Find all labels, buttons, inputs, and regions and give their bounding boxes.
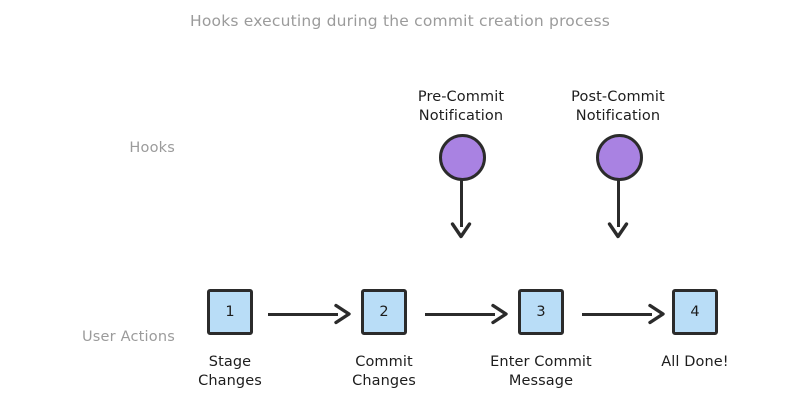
arrow-shaft (459, 179, 463, 227)
step-box-1[interactable]: 1 (207, 289, 253, 335)
step-caption-1: Stage Changes (198, 354, 262, 389)
step-number-2: 2 (379, 303, 389, 320)
hook-caption-post-commit: Post-Commit Notification (571, 89, 665, 124)
hook-node-post-commit[interactable]: Post-Commit Notification (518, 88, 718, 247)
step-box-2[interactable]: 2 (361, 289, 407, 335)
arrow-shaft (425, 312, 495, 316)
arrow-shaft (616, 179, 620, 227)
step-caption-4: All Done! (661, 354, 729, 370)
down-arrow-icon (450, 221, 472, 243)
step-caption-3: Enter Commit Message (490, 354, 592, 389)
step-number-1: 1 (225, 303, 235, 320)
step-number-3: 3 (536, 303, 546, 320)
circle-node-icon (438, 134, 486, 181)
step-box-4[interactable]: 4 (672, 289, 718, 335)
circle-node-icon (595, 134, 643, 181)
connector-arrow-2-to-3 (425, 303, 511, 325)
lane-label-hooks: Hooks (129, 140, 175, 156)
right-arrow-icon (332, 303, 354, 325)
arrow-shaft (582, 312, 652, 316)
hook-node-pre-commit[interactable]: Pre-Commit Notification (361, 88, 561, 247)
step-node-1[interactable]: 1 Stage Changes (150, 289, 310, 391)
connector-arrow-3-to-4 (582, 303, 668, 325)
page-title: Hooks executing during the commit creati… (190, 12, 610, 30)
step-node-2[interactable]: 2 Commit Changes (304, 289, 464, 391)
hook-graphic-pre-commit (361, 132, 561, 247)
step-node-4[interactable]: 4 All Done! (615, 289, 775, 372)
arrow-shaft (268, 312, 338, 316)
lane-label-user-actions: User Actions (81, 329, 175, 345)
connector-arrow-1-to-2 (268, 303, 354, 325)
hook-graphic-post-commit (518, 132, 718, 247)
step-caption-2: Commit Changes (352, 354, 416, 389)
step-number-4: 4 (690, 303, 700, 320)
down-arrow-icon (607, 221, 629, 243)
hook-caption-pre-commit: Pre-Commit Notification (417, 89, 505, 124)
step-box-3[interactable]: 3 (518, 289, 564, 335)
right-arrow-icon (489, 303, 511, 325)
step-node-3[interactable]: 3 Enter Commit Message (461, 289, 621, 391)
right-arrow-icon (646, 303, 668, 325)
